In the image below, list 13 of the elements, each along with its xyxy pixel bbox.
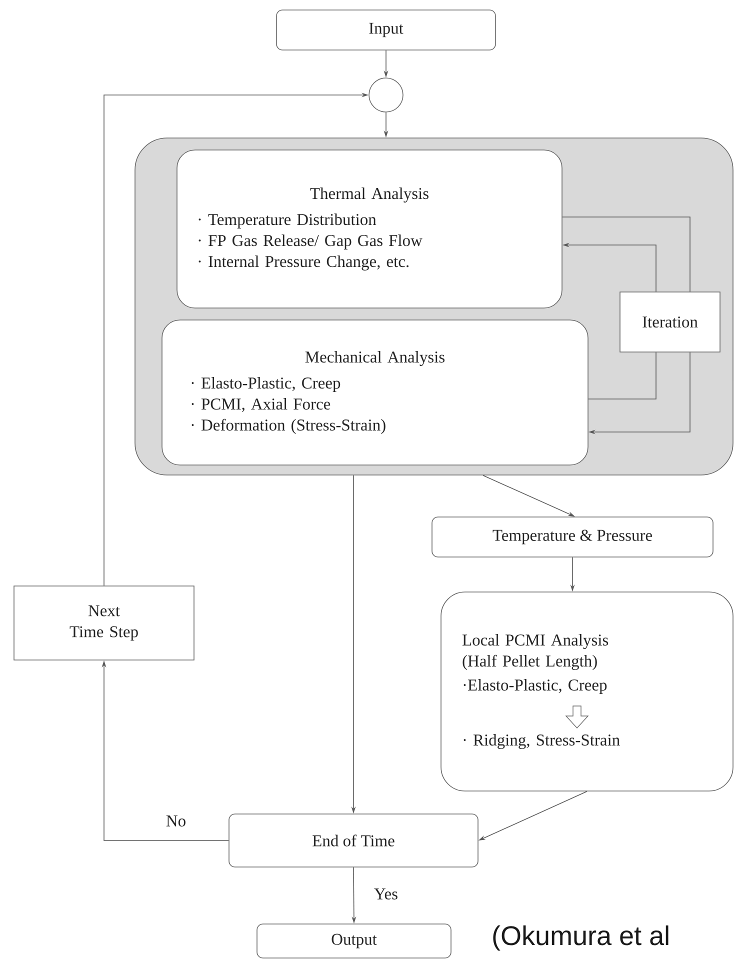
step-box: Iteration — [620, 292, 720, 352]
analysis-box: Thermal Analysis · Temperature Distribution · FP Gas Release/ Gap Gas Flow · Internal Pressure Change, etc. — [176, 150, 562, 308]
citation-text: (Okumura et al — [493, 925, 668, 951]
step-box: Next Time Step — [14, 586, 194, 660]
edge-label: Yes — [373, 888, 399, 900]
edge-label: No — [164, 814, 188, 828]
analysis-box: Local PCMI Analysis (Half Pellet Length) ·Elasto-Plastic, Creep · Ridging, Stress-Strain — [440, 592, 734, 792]
process-box: Output — [256, 924, 452, 958]
process-box: Input — [276, 10, 496, 50]
analysis-box: Mechanical Analysis · Elasto-Plastic, Creep · PCMI, Axial Force · Deformation (Stress-Strain) — [162, 320, 588, 466]
junction-circle — [368, 78, 404, 112]
process-box: End of Time — [228, 814, 478, 868]
process-box: Temperature & Pressure — [432, 516, 714, 558]
